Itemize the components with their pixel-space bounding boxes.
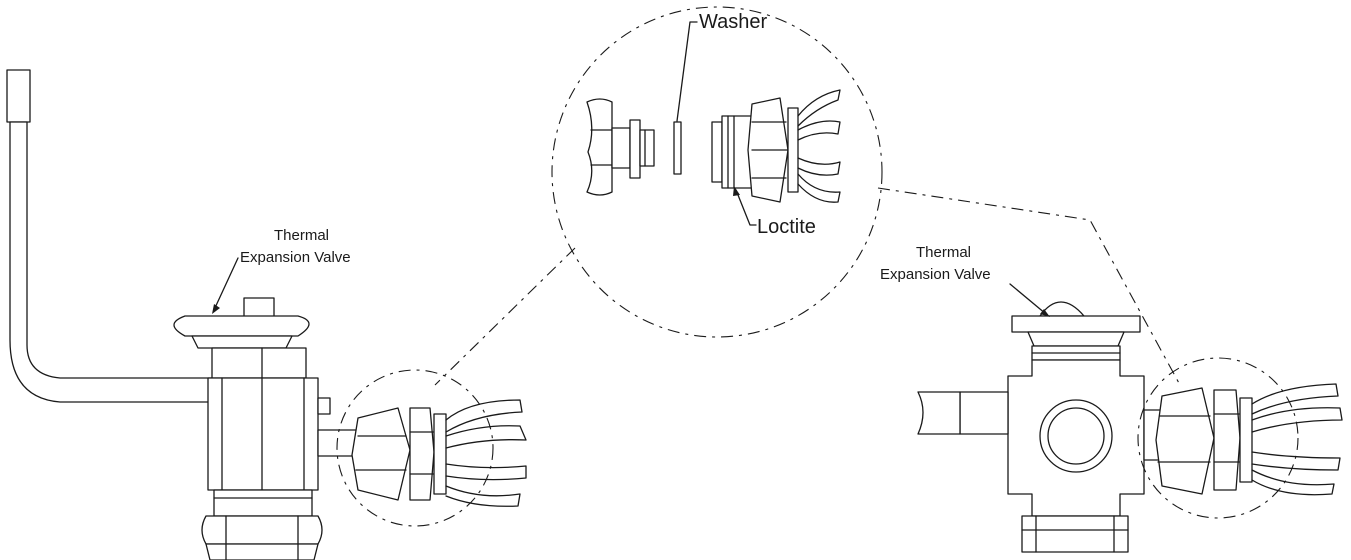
washer-callout: Washer [676,11,768,122]
detail-bubble [434,6,1181,386]
left-valve-callout: Thermal Expansion Valve [212,227,351,314]
exploded-capillary-tubes [797,89,841,203]
washer-label: Washer [699,11,768,33]
left-capillary-tube [6,69,216,403]
exploded-flare-nut [586,98,613,196]
right-valve-body [917,301,1163,553]
exploded-fitting [611,119,655,179]
right-fitting [1155,383,1343,496]
left-valve-body [173,297,359,560]
loctite-callout: Loctite [733,186,816,238]
left-valve-label-line2: Expansion Valve [240,249,351,266]
right-fitting-bubble [1137,357,1299,519]
loctite-label: Loctite [757,216,816,238]
exploded-washer [673,121,682,175]
right-valve-label-line2: Expansion Valve [880,266,991,283]
right-valve-label-line1: Thermal [916,244,971,261]
left-valve-label-line1: Thermal [274,227,329,244]
exploded-body-fitting [711,97,799,203]
left-fitting [351,399,527,507]
right-valve-callout: Thermal Expansion Valve [880,244,1050,317]
left-fitting-bubble [336,369,494,527]
